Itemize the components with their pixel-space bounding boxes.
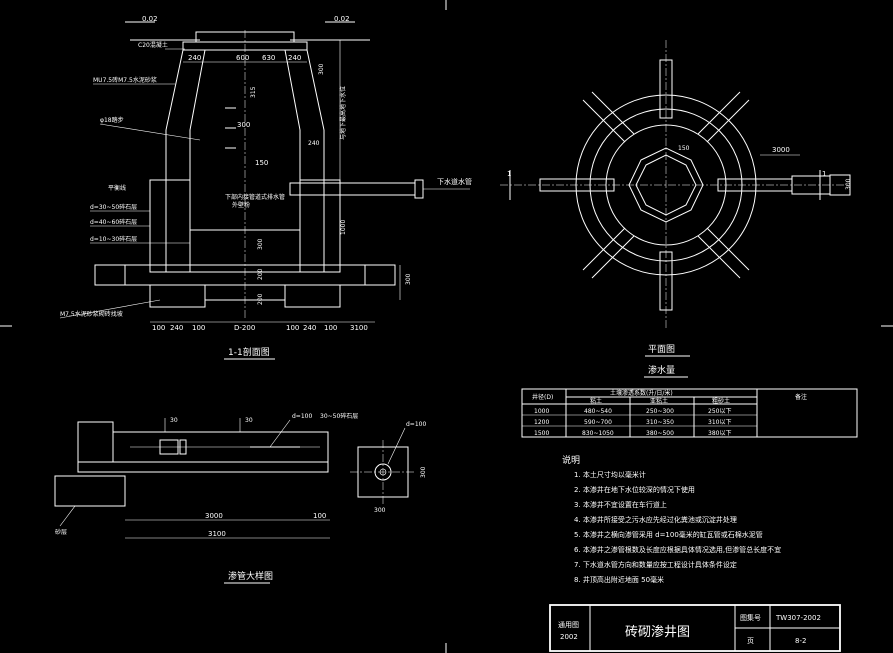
- sq-dim-1: 300: [420, 466, 427, 478]
- notes: 说明 1. 本土尺寸均以毫米计 2. 本渗井在地下水位较深的情况下使用 3. 本…: [562, 454, 781, 584]
- table-title: 渗水量: [648, 364, 675, 376]
- detail-view: 30 30 d=100 30~50碎石层 3000 100 3100 砂层 渗管…: [54, 412, 427, 584]
- detail-title: 渗管大样图: [228, 570, 273, 582]
- cell-1-2: 310~350: [646, 419, 674, 426]
- dim-top-3: 240: [288, 54, 301, 62]
- tb-drawing-no: TW307-2002: [775, 614, 821, 622]
- cell-1-0: 1200: [534, 419, 549, 426]
- right-v1: 与地下最高地下水位: [339, 86, 347, 140]
- dim-v-5: 300: [405, 273, 412, 285]
- wall-label: MU7.5砖M7.5水泥砂浆: [93, 76, 157, 84]
- detail-dim-2: d=100: [292, 413, 312, 420]
- dim-b-2: 100: [192, 324, 205, 332]
- mid-note-2: 外壁粉: [232, 201, 250, 209]
- title-block: 通用图 2002 砖砌渗井图 图集号 TW307-2002 页 8-2: [549, 604, 841, 652]
- cell-0-0: 1000: [534, 408, 549, 415]
- cell-2-1: 830~1050: [582, 430, 614, 437]
- dim-top-0: 240: [188, 54, 201, 62]
- dim-b-5: 240: [303, 324, 316, 332]
- tb-main-title: 砖砌渗井图: [625, 625, 690, 640]
- dim-v-7: 300: [318, 63, 325, 75]
- ladder-label: φ18踏步: [100, 116, 124, 124]
- plan-dim-2: 150: [678, 145, 690, 152]
- plan-dim-1: 300: [845, 178, 852, 190]
- dim-v-2: 300: [257, 238, 264, 250]
- note-2: 2. 本渗井在地下水位较深的情况下使用: [574, 485, 695, 494]
- dim-top-2: 630: [262, 54, 275, 62]
- detail-dim-0: 30: [170, 417, 178, 424]
- cell-2-0: 1500: [534, 430, 549, 437]
- cover-label: C20混凝土: [138, 41, 168, 49]
- th-2: 备注: [795, 393, 807, 401]
- plan-dim-0: 3000: [772, 146, 790, 154]
- pipe-label: 下水道水管: [437, 177, 472, 186]
- th-1: 土壤渗透系数(升/日/米): [610, 389, 673, 397]
- sh-0: 粘土: [590, 397, 602, 405]
- dim-v-1: 240: [308, 140, 320, 147]
- dim-inner-0: 300: [237, 121, 250, 129]
- detail-dim-5: 100: [313, 512, 326, 520]
- tb-page: 8-2: [795, 637, 806, 645]
- plan-label-2: 1: [822, 170, 826, 178]
- dim-b-1: 240: [170, 324, 183, 332]
- cell-2-2: 380~500: [646, 430, 674, 437]
- tb-cell1-line1: 通用图: [558, 620, 579, 629]
- dim-top-1: 600: [236, 54, 249, 62]
- layer-1: d=30~50碎石层: [90, 203, 137, 211]
- layer-3: d=10~30碎石层: [90, 235, 137, 243]
- sq-dim-0: d=100: [406, 421, 426, 428]
- sq-dim-2: 300: [374, 507, 386, 514]
- th-0: 井径(D): [532, 393, 553, 401]
- tb-cell1-line2: 2002: [560, 633, 578, 641]
- dim-b-6: 100: [324, 324, 337, 332]
- note-3: 3. 本渗井不宜设置在车行道上: [574, 500, 667, 509]
- water-level: 平衡线: [108, 184, 126, 192]
- detail-dim-3: 30~50碎石层: [320, 412, 358, 420]
- section-view: 0.02 0.02 下水道水管 240 600: [59, 15, 472, 360]
- tb-label-page: 页: [747, 637, 754, 645]
- plan-title: 平面图: [648, 344, 675, 355]
- notes-title: 说明: [562, 454, 580, 466]
- cell-2-3: 380以下: [708, 430, 731, 437]
- section-title: 1-1剖面图: [228, 346, 270, 358]
- top-dim-right: 0.02: [334, 15, 350, 23]
- note-6: 6. 本渗井之渗管根数及长度应根据具体情况选用,但渗管总长度不宜: [574, 545, 781, 554]
- detail-dim-4: 3000: [205, 512, 223, 520]
- note-4: 4. 本渗井所接受之污水应先经过化粪池或沉淀井处理: [574, 515, 737, 524]
- sh-1: 亚粘土: [650, 397, 668, 405]
- note-5: 5. 本渗井之横向渗管采用 d=100毫米的缸瓦管或石棉水泥管: [574, 530, 763, 539]
- mid-note: 下部内接管道式排水管: [225, 193, 285, 201]
- base-label: M7.5水泥砂浆砌砖找坡: [60, 310, 123, 318]
- detail-dim-1: 30: [245, 417, 253, 424]
- tb-label-no: 图集号: [740, 613, 761, 622]
- dim-v-4: 200: [257, 268, 264, 280]
- dim-inner-1: 150: [255, 159, 268, 167]
- cell-0-1: 480~540: [584, 408, 612, 415]
- dim-b-0: 100: [152, 324, 165, 332]
- top-dim-left: 0.02: [142, 15, 158, 23]
- detail-dim-6: 3100: [208, 530, 226, 538]
- dim-b-7: 3100: [350, 324, 368, 332]
- note-1: 1. 本土尺寸均以毫米计: [574, 470, 646, 479]
- note-8: 8. 井顶高出附近地面 50毫米: [574, 575, 664, 584]
- detail-left-label: 砂层: [55, 528, 67, 536]
- cell-1-1: 590~700: [584, 419, 612, 426]
- cell-0-3: 250以下: [708, 408, 731, 415]
- percolation-table: 渗水量 井径(D) 土壤渗透系数(升/日/米) 备注 粘土 亚粘土 粗砂土 10…: [521, 364, 858, 438]
- dim-v-3: 1000: [340, 220, 347, 235]
- dim-v-6: 200: [257, 293, 264, 305]
- dim-b-3: D-200: [234, 324, 255, 332]
- dim-v-0: 315: [250, 86, 257, 98]
- cell-0-2: 250~300: [646, 408, 674, 415]
- note-7: 7. 下水道水管方向和数量应按工程设计具体条件设定: [574, 560, 737, 569]
- plan-label-1: 1: [507, 170, 511, 178]
- cell-1-3: 310以下: [708, 419, 731, 426]
- dim-b-4: 100: [286, 324, 299, 332]
- plan-view: 1 1 3000 300 150 平面图: [500, 40, 852, 357]
- layer-2: d=40~60碎石层: [90, 218, 137, 226]
- sh-2: 粗砂土: [712, 397, 730, 405]
